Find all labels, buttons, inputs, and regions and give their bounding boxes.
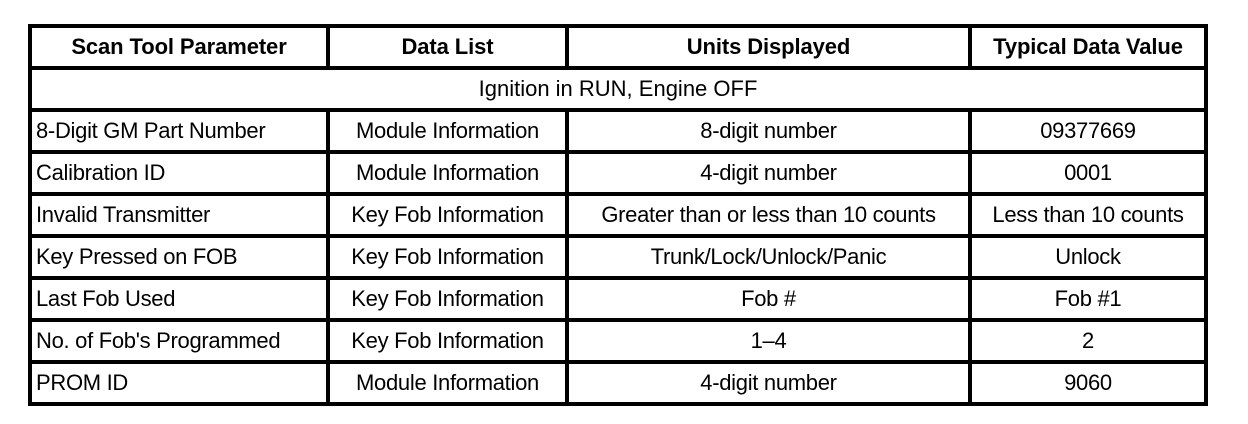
cell-typical-value: Less than 10 counts bbox=[968, 192, 1208, 234]
table-row: Calibration ID Module Information 4-digi… bbox=[28, 150, 1208, 192]
cell-data-list: Key Fob Information bbox=[326, 276, 565, 318]
cell-typical-value: Fob #1 bbox=[968, 276, 1208, 318]
table-body: Ignition in RUN, Engine OFF 8-Digit GM P… bbox=[28, 66, 1208, 406]
cell-units: 1–4 bbox=[565, 318, 968, 360]
cell-units: 4-digit number bbox=[565, 150, 968, 192]
cell-typical-value: 09377669 bbox=[968, 108, 1208, 150]
cell-data-list: Key Fob Information bbox=[326, 318, 565, 360]
table-row: No. of Fob's Programmed Key Fob Informat… bbox=[28, 318, 1208, 360]
scan-tool-table-container: Scan Tool Parameter Data List Units Disp… bbox=[28, 24, 1208, 406]
cell-units: Trunk/Lock/Unlock/Panic bbox=[565, 234, 968, 276]
cell-parameter: No. of Fob's Programmed bbox=[28, 318, 326, 360]
cell-units: Greater than or less than 10 counts bbox=[565, 192, 968, 234]
cell-parameter: Last Fob Used bbox=[28, 276, 326, 318]
table-row: 8-Digit GM Part Number Module Informatio… bbox=[28, 108, 1208, 150]
column-header-units-displayed: Units Displayed bbox=[565, 24, 968, 66]
cell-data-list: Module Information bbox=[326, 360, 565, 406]
cell-typical-value: 9060 bbox=[968, 360, 1208, 406]
cell-parameter: Invalid Transmitter bbox=[28, 192, 326, 234]
cell-parameter: Key Pressed on FOB bbox=[28, 234, 326, 276]
section-banner-row: Ignition in RUN, Engine OFF bbox=[28, 66, 1208, 108]
table-row: Invalid Transmitter Key Fob Information … bbox=[28, 192, 1208, 234]
cell-data-list: Module Information bbox=[326, 108, 565, 150]
column-header-data-list: Data List bbox=[326, 24, 565, 66]
section-banner-ignition-run-engine-off: Ignition in RUN, Engine OFF bbox=[28, 66, 1208, 108]
scan-tool-parameter-table: Scan Tool Parameter Data List Units Disp… bbox=[28, 24, 1208, 406]
cell-units: Fob # bbox=[565, 276, 968, 318]
table-header-row: Scan Tool Parameter Data List Units Disp… bbox=[28, 24, 1208, 66]
table-row: PROM ID Module Information 4-digit numbe… bbox=[28, 360, 1208, 406]
table-row: Last Fob Used Key Fob Information Fob # … bbox=[28, 276, 1208, 318]
cell-typical-value: Unlock bbox=[968, 234, 1208, 276]
cell-data-list: Key Fob Information bbox=[326, 234, 565, 276]
cell-parameter: Calibration ID bbox=[28, 150, 326, 192]
cell-typical-value: 2 bbox=[968, 318, 1208, 360]
table-row: Key Pressed on FOB Key Fob Information T… bbox=[28, 234, 1208, 276]
cell-parameter: PROM ID bbox=[28, 360, 326, 406]
cell-data-list: Key Fob Information bbox=[326, 192, 565, 234]
table-header: Scan Tool Parameter Data List Units Disp… bbox=[28, 24, 1208, 66]
column-header-scan-tool-parameter: Scan Tool Parameter bbox=[28, 24, 326, 66]
cell-typical-value: 0001 bbox=[968, 150, 1208, 192]
cell-parameter: 8-Digit GM Part Number bbox=[28, 108, 326, 150]
cell-units: 4-digit number bbox=[565, 360, 968, 406]
column-header-typical-data-value: Typical Data Value bbox=[968, 24, 1208, 66]
cell-data-list: Module Information bbox=[326, 150, 565, 192]
cell-units: 8-digit number bbox=[565, 108, 968, 150]
